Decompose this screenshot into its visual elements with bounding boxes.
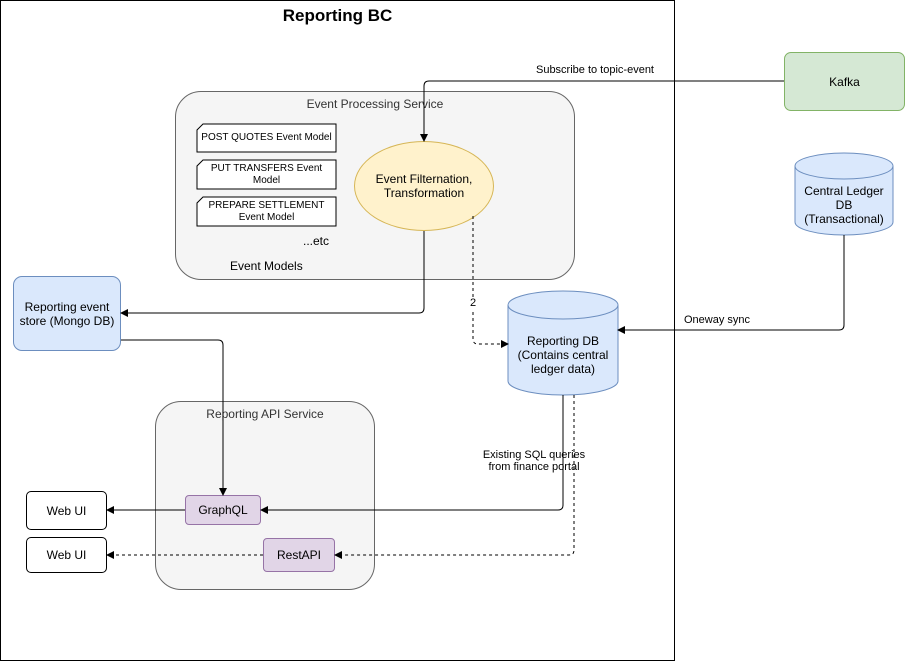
central-ledger-db-cylinder	[794, 152, 894, 236]
edge-filter-to-event-store	[120, 231, 425, 317]
event-processing-service-title: Event Processing Service	[306, 97, 444, 111]
event-models-label: Event Models	[230, 259, 303, 273]
edge-reporting-db-to-restapi	[334, 395, 575, 559]
edge-label-subscribe: Subscribe to topic-event	[535, 64, 654, 76]
web-ui-node-2[interactable]: Web UI	[26, 537, 107, 573]
reporting-db-cylinder	[507, 290, 619, 396]
edge-filter-to-reporting-db	[472, 216, 509, 348]
event-model-card-3[interactable]: PREPARE SETTLEMENT Event Model	[203, 197, 330, 226]
event-filtration-node[interactable]: Event Filternation, Transformation	[354, 141, 494, 231]
reporting-api-service-title: Reporting API Service	[206, 407, 324, 421]
reporting-event-store-label: Reporting event store (Mongo DB)	[19, 299, 115, 328]
restapi-node[interactable]: RestAPI	[263, 538, 335, 572]
event-model-card-1-shape	[196, 123, 337, 153]
edge-kafka-to-filter	[420, 80, 784, 142]
central-ledger-db-label: Central Ledger DB (Transactional)	[804, 184, 884, 226]
event-model-card-3-label: PREPARE SETTLEMENT Event Model	[208, 199, 325, 223]
web-ui-label-2: Web UI	[46, 548, 87, 562]
edge-label-step-2: 2	[467, 297, 479, 309]
web-ui-label-1: Web UI	[46, 503, 87, 518]
kafka-label: Kafka	[829, 74, 860, 89]
event-model-card-1[interactable]: POST QUOTES Event Model	[197, 124, 336, 152]
edge-event-store-to-graphql	[121, 339, 227, 496]
event-models-etc: ...etc	[303, 234, 330, 248]
edge-label-sql: Existing SQL queries from finance portal	[482, 449, 586, 473]
edge-label-oneway: Oneway sync	[683, 314, 751, 326]
restapi-label: RestAPI	[276, 548, 321, 562]
reporting-db-label: Reporting DB (Contains central ledger da…	[517, 334, 609, 376]
edge-central-ledger-to-reporting-db	[617, 235, 845, 334]
graphql-label: GraphQL	[198, 503, 248, 517]
event-filtration-label: Event Filternation, Transformation	[375, 172, 473, 200]
event-model-card-1-label: POST QUOTES Event Model	[201, 132, 332, 143]
reporting-event-store-node[interactable]: Reporting event store (Mongo DB)	[13, 276, 121, 351]
edge-reporting-db-to-graphql	[260, 395, 564, 514]
event-model-card-3-shape	[196, 196, 337, 227]
reporting-db-node[interactable]: Reporting DB (Contains central ledger da…	[508, 328, 618, 382]
bounded-context-title: Reporting BC	[282, 6, 393, 25]
event-model-card-2-shape	[196, 159, 337, 190]
event-model-card-2[interactable]: PUT TRANSFERS Event Model	[203, 160, 330, 189]
graphql-node[interactable]: GraphQL	[185, 495, 261, 525]
central-ledger-db-node[interactable]: Central Ledger DB (Transactional)	[795, 182, 893, 228]
kafka-node[interactable]: Kafka	[784, 52, 905, 111]
event-model-card-2-label: PUT TRANSFERS Event Model	[210, 162, 323, 186]
